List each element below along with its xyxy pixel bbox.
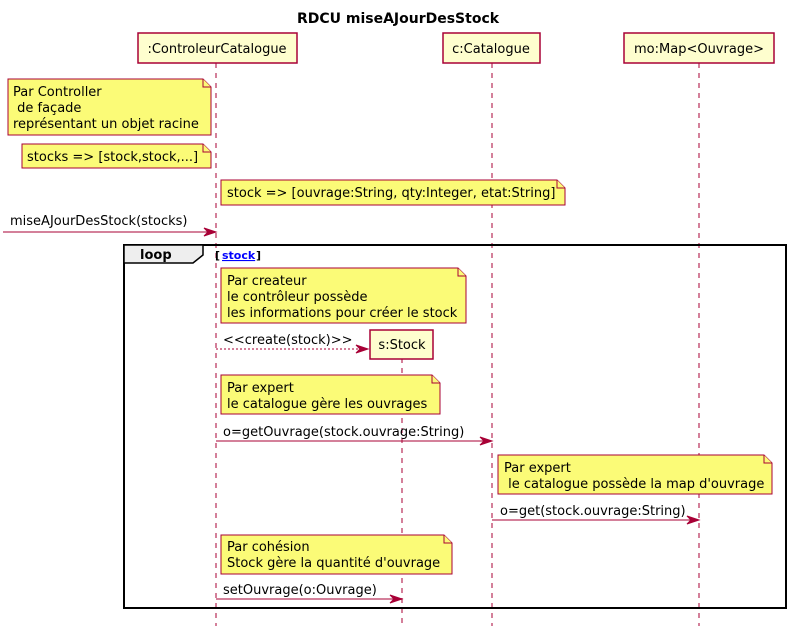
participant-catalogue-label: c:Catalogue <box>452 42 530 57</box>
message-setouvrage-label: setOuvrage(o:Ouvrage) <box>223 583 377 598</box>
note-createur-line2: le contrôleur possède <box>227 290 368 305</box>
message-create-label: <<create(stock)>> <box>223 333 352 348</box>
participant-map-label: mo:Map<Ouvrage> <box>634 42 764 57</box>
note-createur: Par createur le contrôleur possède les i… <box>220 267 467 324</box>
note-stock-def: stock => [ouvrage:String, qty:Integer, e… <box>220 179 566 206</box>
note-controller: Par Controller de façade représentant un… <box>7 78 212 136</box>
note-expert-map-line2: le catalogue possède la map d'ouvrage <box>504 477 764 492</box>
message-get: o=get(stock.ouvrage:String) <box>492 504 701 525</box>
participant-controleur: :ControleurCatalogue <box>137 32 298 64</box>
note-stocks-line1: stocks => [stock,stock,...] <box>27 150 198 165</box>
note-controller-line1: Par Controller <box>13 85 102 100</box>
participant-controleur-label: :ControleurCatalogue <box>147 42 286 57</box>
note-cohesion-line1: Par cohésion <box>227 540 310 555</box>
message-getouvrage: o=getOuvrage(stock.ouvrage:String) <box>216 425 494 446</box>
note-expert-map: Par expert le catalogue possède la map d… <box>497 454 773 495</box>
participant-stock: s:Stock <box>369 329 434 360</box>
note-cohesion: Par cohésion Stock gère la quantité d'ou… <box>220 534 453 575</box>
participant-catalogue: c:Catalogue <box>442 32 541 64</box>
participant-map: mo:Map<Ouvrage> <box>623 32 775 64</box>
note-createur-line1: Par createur <box>227 274 307 289</box>
diagram-title: RDCU miseAJourDesStock <box>297 11 500 27</box>
note-expert-map-line1: Par expert <box>504 461 571 476</box>
note-expert-catalogue-line1: Par expert <box>227 381 294 396</box>
note-cohesion-line2: Stock gère la quantité d'ouvrage <box>227 556 440 571</box>
note-controller-line2: de façade <box>13 101 81 116</box>
participant-stock-label: s:Stock <box>378 338 426 353</box>
loop-guard-close: ] <box>256 249 261 262</box>
message-create: <<create(stock)>> <box>216 333 370 354</box>
note-stocks: stocks => [stock,stock,...] <box>21 143 212 169</box>
loop-keyword: loop <box>140 248 172 263</box>
loop-frame: loop [ stock ] <box>123 244 787 609</box>
note-expert-catalogue-line2: le catalogue gère les ouvrages <box>227 397 428 412</box>
message-setouvrage: setOuvrage(o:Ouvrage) <box>216 583 404 604</box>
note-createur-line3: les informations pour créer le stock <box>227 306 458 321</box>
note-expert-catalogue: Par expert le catalogue gère les ouvrage… <box>220 374 441 415</box>
message-get-label: o=get(stock.ouvrage:String) <box>500 504 686 519</box>
message-getouvrage-label: o=getOuvrage(stock.ouvrage:String) <box>223 425 464 440</box>
note-stock-def-line1: stock => [ouvrage:String, qty:Integer, e… <box>227 186 555 201</box>
note-controller-line3: représentant un objet racine <box>13 117 199 132</box>
loop-guard-link[interactable]: stock <box>222 249 256 262</box>
message-miseajour: miseAJourDesStock(stocks) <box>3 214 218 237</box>
loop-guard-open: [ <box>215 249 220 262</box>
message-miseajour-label: miseAJourDesStock(stocks) <box>10 214 188 229</box>
